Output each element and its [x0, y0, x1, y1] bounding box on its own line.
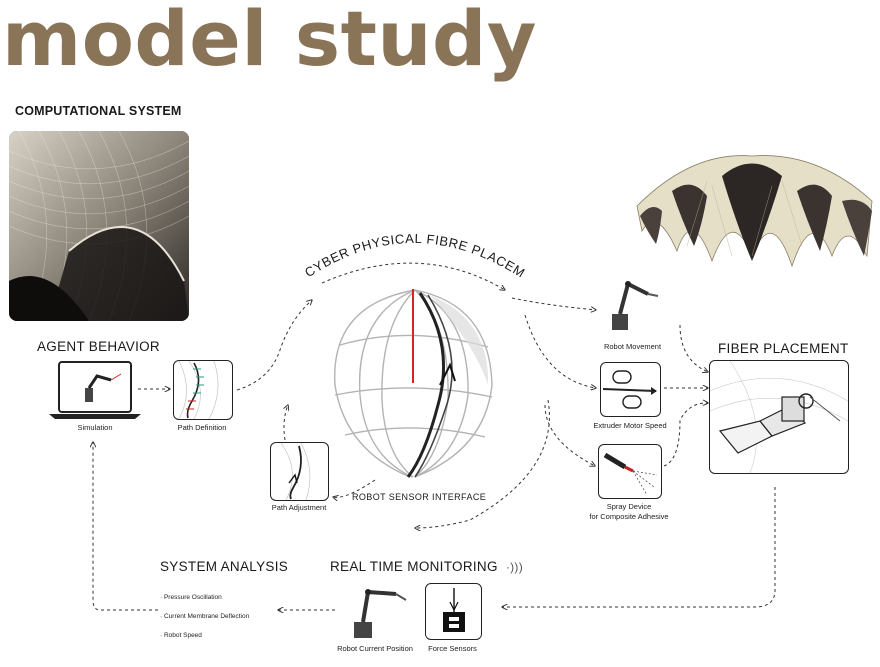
fiber-placement-heading: FIBER PLACEMENT: [718, 341, 849, 356]
robot-current-position-label: Robot Current Position: [337, 644, 413, 653]
canopy-model-photo: [632, 146, 877, 271]
force-sensor-box: [425, 583, 482, 640]
extruder-motor-speed-label: Extruder Motor Speed: [593, 421, 667, 430]
force-sensor-illustration: [443, 588, 465, 632]
real-time-monitoring-label: REAL TIME MONITORING: [330, 559, 498, 574]
wireless-signal-icon: ·))): [505, 560, 524, 574]
robot-arm-icon: [598, 272, 664, 332]
path-adjustment-box: [270, 442, 329, 501]
robot-position-icon: [346, 582, 410, 640]
robot-arm-illustration: [612, 281, 659, 330]
fiber-photo: [9, 131, 189, 321]
fiber-shell-illustration: [334, 289, 493, 478]
spray-device-label-line2: for Composite Adhesive: [589, 511, 669, 521]
simulation-label: Simulation: [77, 423, 113, 432]
fiber-placement-box: [709, 360, 849, 474]
cyber-physical-fibre-placement-label: CYBER PHYSICAL FIBRE PLACEMENT: [285, 206, 527, 281]
real-time-monitoring-heading: REAL TIME MONITORING ·))): [330, 559, 523, 574]
computational-system-label: COMPUTATIONAL SYSTEM: [15, 104, 182, 118]
spray-device-box: [598, 444, 662, 499]
analysis-item: · Pressure Oscillation: [160, 594, 222, 601]
extruder-illustration: [602, 370, 657, 409]
path-adjustment-illustration: [280, 442, 311, 501]
extruder-box: [600, 362, 661, 417]
spray-device-illustration: [603, 452, 658, 496]
cyber-physical-label-arc: CYBER PHYSICAL FIBRE PLACEMENT: [285, 206, 527, 281]
system-analysis-list: · Pressure Oscillation · Current Membran…: [160, 588, 249, 645]
laptop-icon-illustration: [49, 361, 141, 419]
robot-movement-label: Robot Movement: [603, 342, 662, 351]
fiber-photo-illustration: [9, 131, 189, 321]
system-analysis-heading: SYSTEM ANALYSIS: [160, 559, 289, 574]
spray-device-label-line1: Spray Device: [606, 502, 652, 511]
canopy-model-illustration: [636, 155, 873, 268]
robot-position-illustration: [354, 589, 407, 638]
path-definition-label: Path Definition: [177, 423, 227, 432]
path-definition-illustration: [178, 360, 219, 420]
analysis-item: · Robot Speed: [160, 632, 202, 639]
force-sensors-label: Force Sensors: [428, 644, 477, 653]
page-title: model study: [2, 0, 537, 83]
path-definition-box: [173, 360, 233, 420]
fiber-placement-illustration: [709, 360, 849, 474]
agent-behavior-heading: AGENT BEHAVIOR: [37, 339, 160, 354]
fiber-shell-model: [320, 285, 505, 485]
svg-text:CYBER PHYSICAL FIBRE PLACEMENT: CYBER PHYSICAL FIBRE PLACEMENT: [285, 206, 528, 281]
analysis-item: · Current Membrane Deflection: [160, 613, 250, 620]
spray-device-label: Spray Device for Composite Adhesive: [583, 502, 675, 521]
robot-sensor-interface-label: ROBOT SENSOR INTERFACE: [352, 492, 487, 502]
laptop-icon: [49, 360, 141, 420]
path-adjustment-label: Path Adjustment: [271, 503, 327, 512]
